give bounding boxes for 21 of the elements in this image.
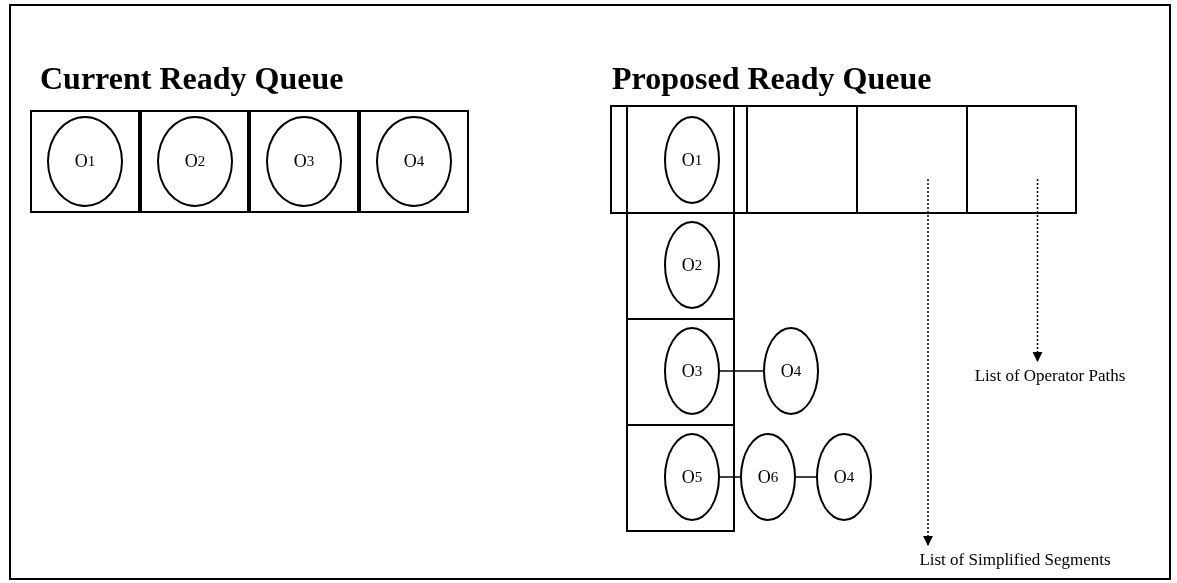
- section-heading: Current Ready Queue: [40, 60, 344, 97]
- queue-cell: [966, 105, 1077, 214]
- list-caption: List of Operator Paths: [940, 364, 1160, 388]
- queue-cell: [856, 105, 968, 214]
- link-line: [719, 476, 741, 478]
- queue-cell: [626, 212, 735, 320]
- section-heading: Proposed Ready Queue: [612, 60, 932, 97]
- queue-cell: [359, 110, 469, 213]
- queue-cell: [626, 105, 735, 214]
- list-caption: List of Simplified Segments: [895, 548, 1135, 572]
- pointer-arrow: [1032, 178, 1043, 363]
- queue-cell: [30, 110, 140, 213]
- link-line: [719, 370, 764, 372]
- queue-cell: [626, 318, 735, 426]
- queue-cell: [746, 105, 858, 214]
- pointer-arrow: [922, 178, 934, 547]
- link-line: [795, 476, 817, 478]
- queue-cell: [610, 105, 748, 214]
- queue-cell: [249, 110, 359, 213]
- queue-cell: [140, 110, 249, 213]
- queue-cell: [626, 424, 735, 532]
